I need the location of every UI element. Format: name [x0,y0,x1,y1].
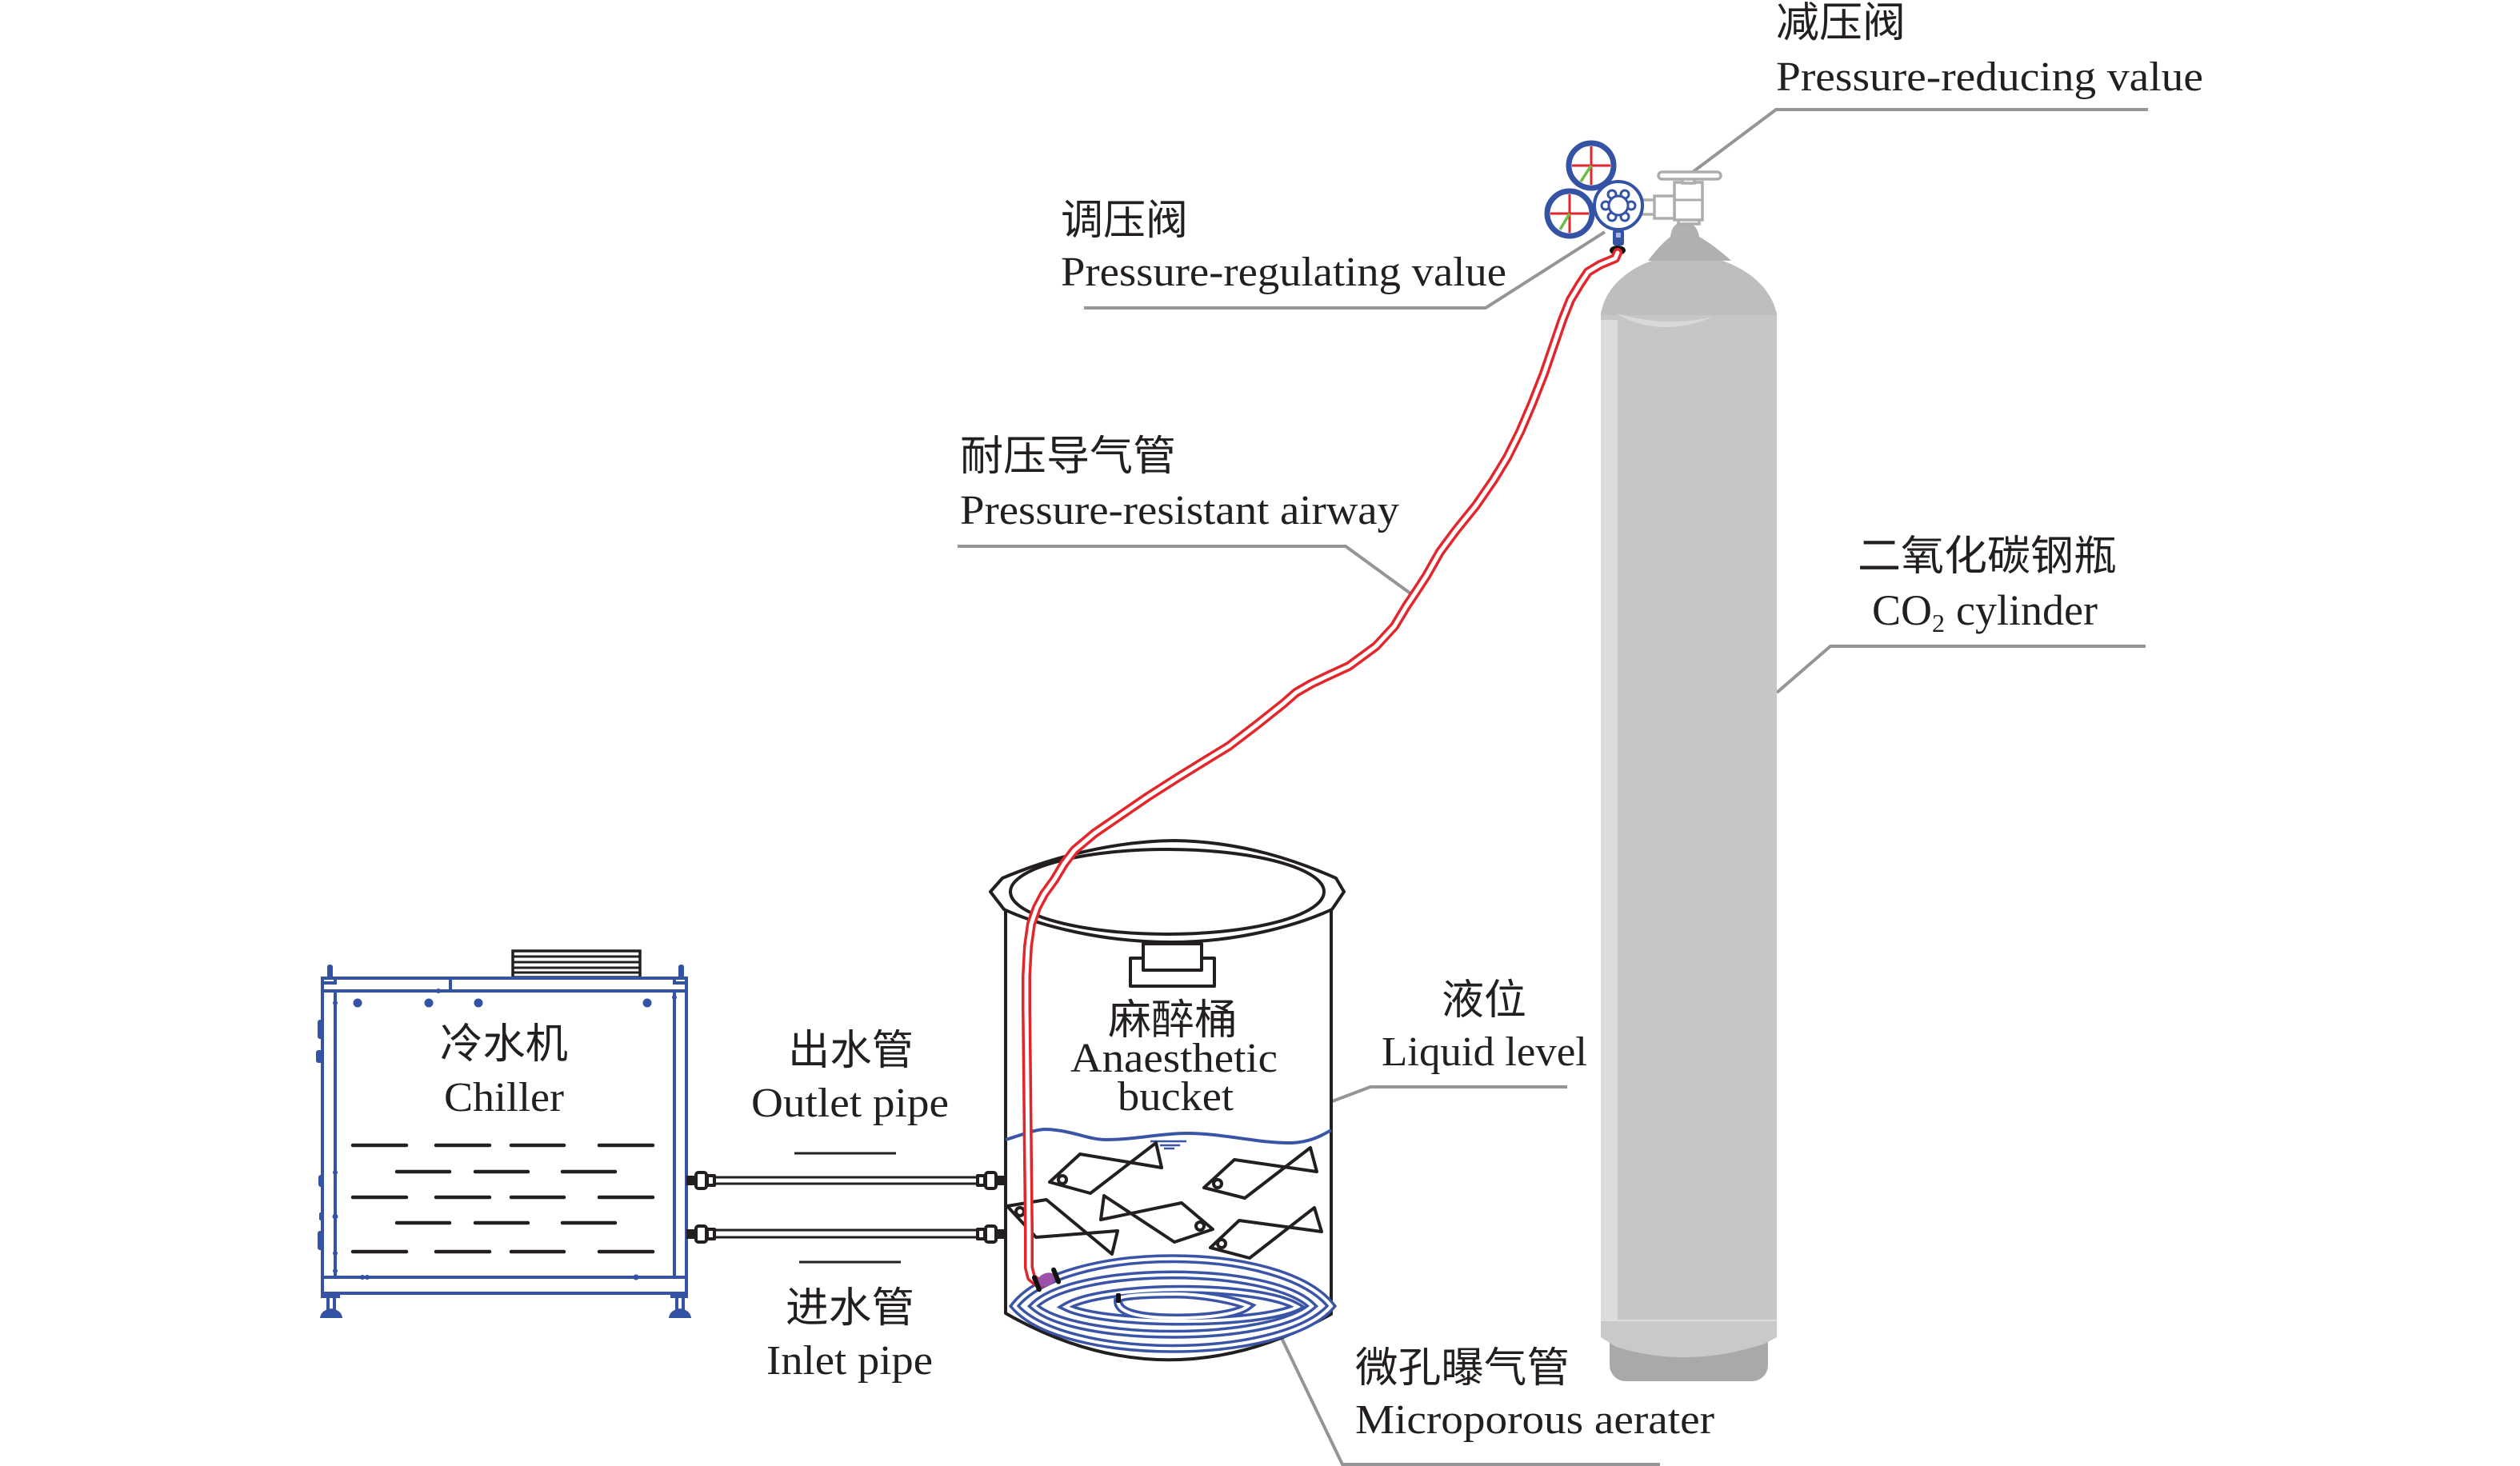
chiller-coolant-waves [350,1143,655,1254]
label-chiller-en: Chiller [444,1075,564,1120]
chiller [316,949,691,1318]
fish-eye [1216,1238,1227,1249]
label-liquid-level-zh: 液位 [1442,978,1526,1024]
fish-eye [1194,1220,1206,1232]
connector-band [1051,1267,1062,1284]
cylinder-dome-highlight [1616,314,1714,328]
pipe-fitting [686,1224,716,1244]
label-bucket-en-line2: bucket [1118,1074,1234,1120]
fish-eye [1057,1174,1068,1185]
connector-band [1031,1275,1042,1292]
label-liquid-level-en: Liquid level [1382,1029,1587,1075]
leader-line-pressure-reducing-valve [1688,108,2148,176]
high-pressure-gauge [1566,140,1617,191]
label-bucket-en-line1: Anaesthetic [1070,1036,1278,1081]
microporous-aerator-coil [1008,1254,1338,1353]
label-airway-zh: 耐压导气管 [960,434,1176,480]
label-pressure-reducing-valve-zh: 减压阀 [1776,1,1906,46]
label-pressure-regulating-valve-zh: 调压阀 [1061,198,1188,244]
fish [1048,1141,1163,1195]
chiller-side-handles [316,1020,323,1250]
label-co2-cylinder-en: CO2 cylinder [1872,586,2098,637]
leader-line-pressure-regulating-valve [1084,230,1606,310]
fish [1099,1194,1214,1244]
pressure-resistant-airway-tube [1022,248,1622,1288]
chiller-post-left [327,965,333,979]
regulator-outlet-window [1616,233,1621,238]
label-inlet-pipe-zh: 进水管 [786,1286,914,1332]
chiller-foot-right [669,1292,691,1318]
water-level-symbol-icon [1150,1140,1186,1150]
label-pressure-regulating-valve-en: Pressure-regulating value [1061,250,1506,295]
anaesthetic-bucket [989,839,1346,1362]
cylinder-body [1601,312,1777,1321]
co2-cylinder [1601,170,1777,1381]
inlet-pipe [686,1224,1005,1244]
label-outlet-pipe-zh: 出水管 [788,1029,914,1074]
water-surface-line [1005,1127,1332,1145]
gauge-needle [1579,165,1593,182]
valve-side-nut [1653,194,1676,220]
pipe-fitting [686,1171,716,1190]
co2-cylinder-word: cylinder [1956,586,2098,634]
gauge-needle [1558,213,1571,230]
cylinder-dome [1601,254,1777,315]
label-chiller-zh: 冷水机 [440,1022,568,1068]
label-aerator-zh: 微孔曝气管 [1355,1346,1570,1392]
cylinder-neck-cap [1648,222,1731,261]
cylinder-highlight [1601,320,1618,1320]
label-aerator-en: Microporous aerater [1355,1397,1714,1443]
fish [1209,1206,1323,1260]
label-bucket-zh: 麻醉桶 [1108,998,1238,1044]
label-outlet-pipe-en: Outlet pipe [751,1081,949,1126]
leader-line-airway [958,545,1412,595]
leader-line-aerator [1270,1317,1660,1466]
chiller-corner-bracket-left [321,977,337,985]
label-co2-cylinder-zh: 二氧化碳钢瓶 [1858,534,2117,580]
chiller-corner-bracket-right [673,977,688,985]
label-airway-en: Pressure-resistant airway [960,488,1399,533]
leader-line-co2-cylinder [1775,645,2146,694]
aerator-connector [1031,1267,1062,1292]
label-inlet-pipe-en: Inlet pipe [766,1338,933,1384]
co2-formula: CO [1872,586,1932,634]
co2-subscript: 2 [1932,609,1945,637]
aerator-end-cap [1116,1293,1121,1303]
regulator-knob-icon [1600,189,1637,222]
fish-eye [1212,1178,1223,1189]
pipe-fitting [976,1171,1005,1190]
outlet-pipe [686,1171,1005,1190]
chiller-vent-slats [513,955,640,974]
chiller-post-right [678,965,684,979]
bucket-rim-inner [1009,848,1326,936]
low-pressure-gauge [1544,188,1595,239]
fish [1202,1146,1318,1200]
bucket-clamp-top [1142,942,1203,972]
connector-body [1037,1272,1056,1287]
label-pressure-reducing-valve-en: Pressure-reducing value [1776,54,2203,100]
chiller-bolts [332,989,677,1280]
chiller-frame [321,977,688,1295]
regulator-body [1593,180,1644,255]
chiller-foot-left [320,1292,342,1318]
pipe-fitting [976,1224,1005,1244]
pressure-regulator [1544,140,1644,255]
cylinder-bottom [1601,1320,1777,1358]
labels: 减压阀 Pressure-reducing value 调压阀 Pressure… [440,1,2203,1443]
valve-handwheel-bar [1657,170,1722,181]
